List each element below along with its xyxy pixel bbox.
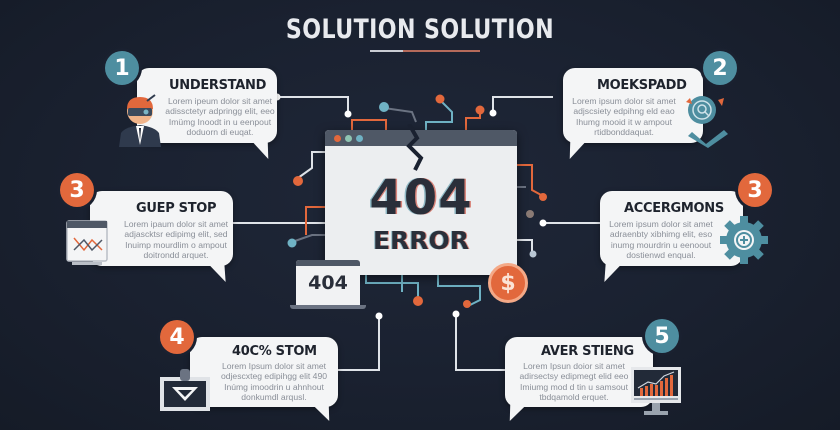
step-description: Lorem ipsum dolor sit amet adjscsiety ed… <box>572 96 676 137</box>
dollar-coin-icon: $ <box>488 263 528 303</box>
step-number-badge: 1 <box>105 51 139 85</box>
step-heading: ACCERGMONS <box>624 201 724 216</box>
step-heading: MOEKSPADD <box>597 78 687 93</box>
laptop-icon: 404 <box>296 260 360 306</box>
window-dot-green <box>345 134 352 142</box>
gear-plus-icon <box>720 216 768 264</box>
step-heading: AVER STIENG <box>541 344 634 359</box>
step-heading: GUEP STOP <box>136 201 217 216</box>
crack-icon <box>406 124 424 171</box>
step-description: Lorem Ipsun doior sit amet adirsectsy ed… <box>519 361 629 402</box>
download-clipboard-icon <box>160 369 210 411</box>
step-card-guep-stop: GUEP STOP Lorem ipaum dolor sit amet adj… <box>90 191 233 282</box>
error-label: ERROR <box>372 226 470 255</box>
step-heading: 40C% STOM <box>232 344 317 359</box>
step-number-badge: 5 <box>645 319 679 353</box>
step-number-badge: 2 <box>703 51 737 85</box>
step-card-40c-stom: 40C% STOM Lorem Ipsum dolor sit amet odj… <box>190 337 338 421</box>
window-dot-blue <box>356 134 363 142</box>
error-code: 404 <box>369 170 473 226</box>
laptop-base <box>290 305 366 309</box>
page-title: SOLUTION SOLUTION <box>285 14 555 45</box>
step-card-understand: UNDERSTAND Lorem ipeum dolor sit amet ad… <box>137 68 277 159</box>
step-description: Lorem ipaum dolor sit amet adjascktsr ed… <box>123 219 229 260</box>
laptop-error-code: 404 <box>308 272 348 294</box>
error-browser-window: 404 ERROR <box>325 124 517 275</box>
step-description: Lorem Ipsum dolor sit amet odjescxteg ed… <box>220 361 328 402</box>
step-card-moekspadd: MOEKSPADD Lorem ipsum dolor sit amet adj… <box>563 68 703 159</box>
businessman-vr-icon <box>119 94 161 147</box>
browser-chart-icon <box>66 220 108 265</box>
title-underline <box>370 50 480 52</box>
step-card-accergmons: ACCERGMONS Lorem ipsum dolor sit amet ad… <box>598 191 743 282</box>
window-titlebar <box>325 130 517 146</box>
step-heading: UNDERSTAND <box>169 78 267 93</box>
window-dot-red <box>334 134 341 142</box>
step-description: Lorem ipeum dolor sit amet adissctetyr a… <box>165 96 275 137</box>
step-description: Lorem ipsum dolor sit amet adraenbty xib… <box>609 219 713 260</box>
step-card-aver-stieng: AVER STIENG Lorem Ipsun doior sit amet a… <box>503 337 653 421</box>
magnifier-hand-icon <box>686 96 728 148</box>
step-number-badge: 4 <box>160 320 194 354</box>
step-number-badge: 3 <box>738 173 772 207</box>
monitor-bar-chart-icon <box>631 367 681 415</box>
step-number-badge: 3 <box>60 173 94 207</box>
